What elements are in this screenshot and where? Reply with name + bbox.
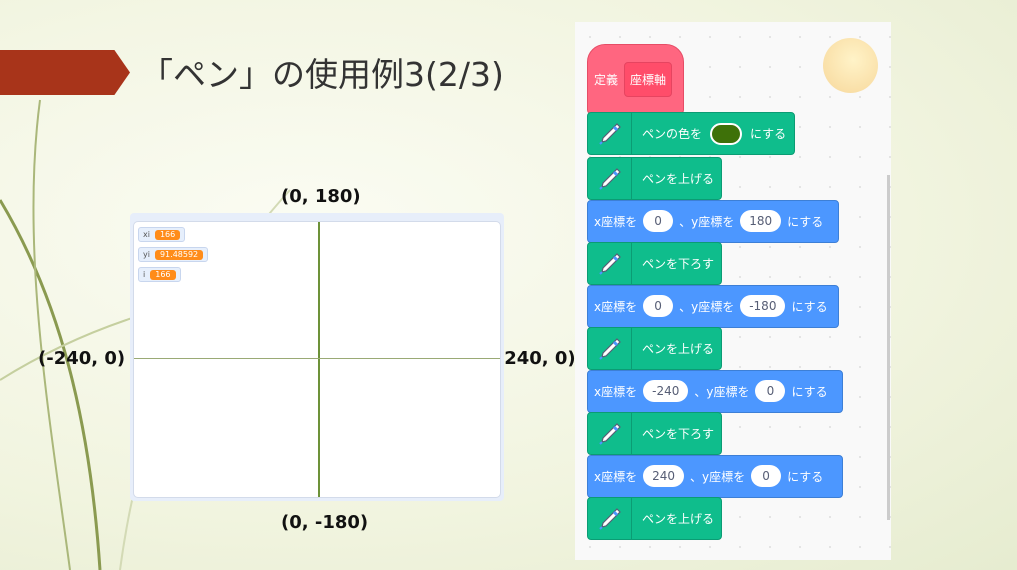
goto-x-label: x座標を	[594, 469, 638, 484]
pen-icon	[588, 498, 632, 539]
x-axis-line	[134, 358, 500, 359]
goto-suffix: にする	[787, 214, 824, 229]
color-picker[interactable]	[710, 122, 743, 145]
goto-y-label: 、y座標を	[694, 384, 750, 399]
label-top: (0, 180)	[281, 186, 361, 207]
pen-up-label: ペンを上げる	[642, 512, 715, 526]
y-input[interactable]: 0	[751, 465, 782, 487]
monitor-label: yi	[143, 250, 150, 259]
goto-xy-block[interactable]: x座標を 0 、y座標を -180 にする	[587, 284, 839, 328]
pen-icon	[588, 413, 632, 454]
define-label: 定義	[594, 72, 619, 87]
pen-down-label: ペンを下ろす	[642, 257, 715, 271]
pen-down-block[interactable]: ペンを下ろす	[587, 412, 722, 455]
goto-y-label: 、y座標を	[690, 469, 746, 484]
goto-y-label: 、y座標を	[679, 299, 735, 314]
y-input[interactable]: 180	[740, 210, 782, 232]
code-scrollbar[interactable]	[887, 175, 890, 520]
slide-title: 「ペン」の使用例3(2/3)	[140, 55, 504, 94]
pen-color-block[interactable]: ペンの色を にする	[587, 112, 795, 155]
goto-xy-block[interactable]: x座標を 240 、y座標を 0 にする	[587, 454, 843, 498]
label-left: (-240, 0)	[38, 348, 126, 369]
define-arg: 座標軸	[624, 61, 673, 97]
pen-up-block[interactable]: ペンを上げる	[587, 497, 722, 540]
sprite-thumbnail	[823, 38, 878, 93]
goto-suffix: にする	[791, 384, 828, 399]
goto-x-label: x座標を	[594, 214, 638, 229]
monitor-i: i 166	[138, 267, 181, 282]
monitor-value: 166	[150, 269, 176, 280]
pen-icon	[588, 328, 632, 369]
goto-x-label: x座標を	[594, 299, 638, 314]
pen-down-block[interactable]: ペンを下ろす	[587, 242, 722, 285]
monitor-yi: yi 91.48592	[138, 247, 209, 262]
title-banner-arrow	[0, 50, 130, 95]
pen-up-label: ペンを上げる	[642, 172, 715, 186]
goto-suffix: にする	[791, 299, 828, 314]
monitor-label: i	[143, 270, 146, 279]
x-input[interactable]: 0	[643, 295, 674, 317]
pen-up-label: ペンを上げる	[642, 342, 715, 356]
monitor-label: xi	[143, 230, 150, 239]
pen-up-block[interactable]: ペンを上げる	[587, 157, 722, 200]
x-input[interactable]: -240	[643, 380, 689, 402]
y-axis-line	[318, 222, 320, 497]
pen-icon	[588, 158, 632, 199]
pen-icon	[588, 243, 632, 284]
monitor-xi: xi 166	[138, 227, 186, 242]
stage-panel: xi 166 yi 91.48592 i 166	[130, 213, 504, 501]
pen-color-suffix: にする	[750, 127, 787, 141]
pen-up-block[interactable]: ペンを上げる	[587, 327, 722, 370]
x-input[interactable]: 240	[643, 465, 685, 487]
pen-color-label: ペンの色を	[642, 127, 703, 141]
define-block[interactable]: 定義座標軸	[587, 44, 684, 114]
x-input[interactable]: 0	[643, 210, 674, 232]
y-input[interactable]: -180	[740, 295, 786, 317]
goto-suffix: にする	[787, 469, 824, 484]
label-bottom: (0, -180)	[281, 512, 369, 533]
goto-x-label: x座標を	[594, 384, 638, 399]
pen-down-label: ペンを下ろす	[642, 427, 715, 441]
label-right: (240, 0)	[496, 348, 576, 369]
pen-icon	[588, 113, 632, 154]
y-input[interactable]: 0	[755, 380, 786, 402]
stage[interactable]: xi 166 yi 91.48592 i 166	[133, 221, 501, 498]
goto-xy-block[interactable]: x座標を 0 、y座標を 180 にする	[587, 199, 839, 243]
monitor-value: 91.48592	[154, 249, 204, 260]
goto-y-label: 、y座標を	[679, 214, 735, 229]
monitor-value: 166	[154, 229, 181, 240]
goto-xy-block[interactable]: x座標を -240 、y座標を 0 にする	[587, 369, 843, 413]
